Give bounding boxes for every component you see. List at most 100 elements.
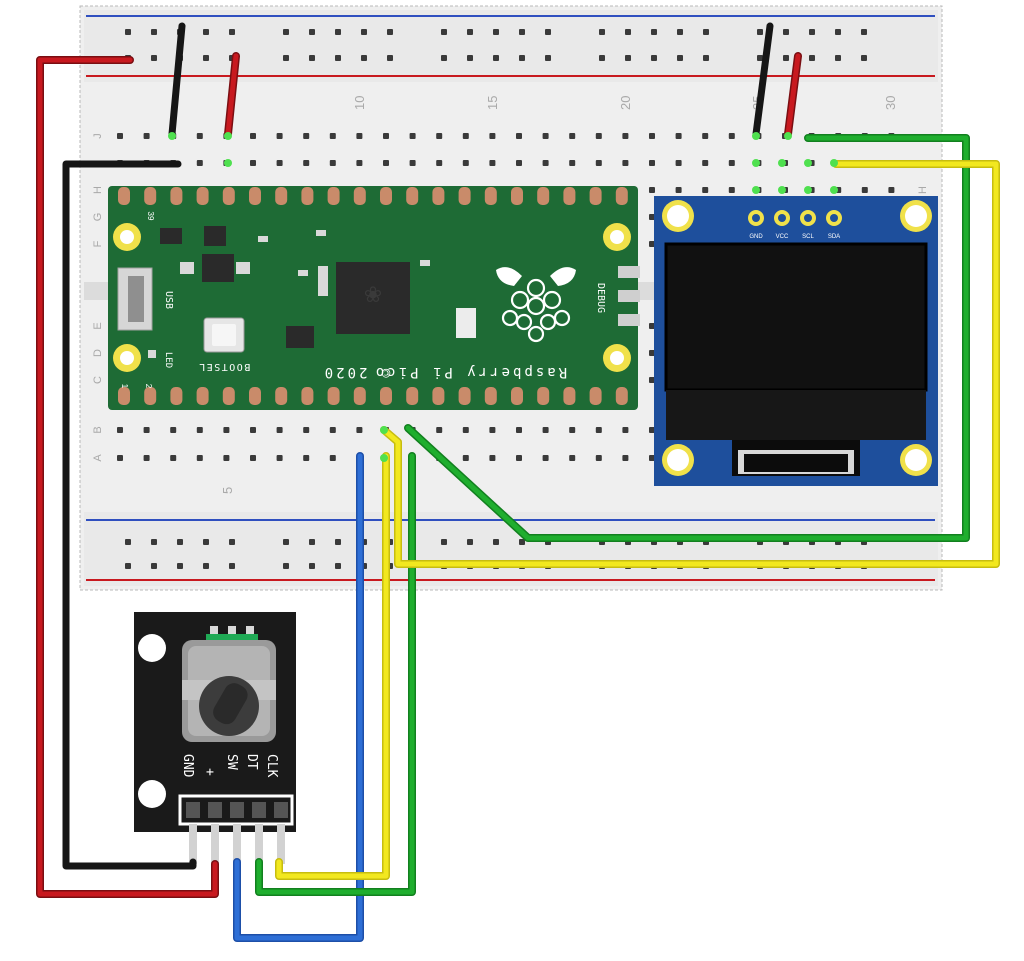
breadboard-hole [441, 55, 447, 61]
breadboard-hole [702, 160, 709, 166]
breadboard-hole [677, 55, 683, 61]
encoder-pin-label-plus: + [202, 768, 217, 776]
row-letter: F [92, 240, 104, 247]
breadboard-hole [467, 29, 473, 35]
breadboard-hole [117, 455, 123, 461]
breadboard-hole [117, 427, 123, 433]
breadboard-hole [702, 133, 709, 139]
raspberry-pi-pico: ❀ Raspberry Pi Pico © 2020 [108, 186, 640, 410]
rotary-encoder-module: CLK DT SW + GND [134, 612, 296, 864]
breadboard-hole [519, 55, 525, 61]
pico-pin-pad [458, 187, 471, 205]
pico-pin-pad [118, 187, 130, 205]
breadboard-hole [703, 55, 709, 61]
breadboard-hole [250, 455, 256, 461]
breadboard-hole [436, 133, 443, 139]
pico-pin-pad [380, 187, 392, 205]
breadboard-hole [489, 133, 496, 139]
pico-pin-pad [144, 387, 157, 405]
breadboard-hole [542, 160, 549, 166]
breadboard-hole [835, 29, 841, 35]
breadboard-hole [599, 55, 605, 61]
breadboard-hole [599, 29, 605, 35]
pico-pin-pad [170, 187, 183, 205]
breadboard-hole [569, 133, 576, 139]
breadboard-hole [151, 55, 157, 61]
breadboard-hole [436, 427, 443, 433]
breadboard-hole [675, 187, 682, 193]
breadboard-hole [250, 427, 256, 433]
breadboard-hole [196, 455, 203, 461]
row-letter: E [92, 322, 104, 329]
breadboard-hole [595, 455, 602, 461]
column-number-5: 5 [220, 487, 235, 494]
breadboard-hole [493, 539, 499, 545]
breadboard-hole [545, 29, 551, 35]
breadboard-hole [143, 427, 150, 433]
breadboard-hole [675, 160, 682, 166]
breadboard-hole [283, 563, 289, 569]
breadboard-hole [283, 29, 289, 35]
breadboard-hole [489, 160, 496, 166]
breadboard-hole [569, 455, 576, 461]
encoder-pin-label-gnd: GND [180, 754, 195, 778]
pico-pin-pad [406, 387, 419, 405]
rp2040-chip [336, 262, 410, 334]
wire-black-oled-gnd [752, 22, 774, 138]
column-number-15: 15 [485, 96, 500, 110]
pico-pin-pad [327, 187, 340, 205]
breadboard-hole [489, 427, 496, 433]
breadboard-hole [196, 160, 203, 166]
breadboard-hole [625, 29, 631, 35]
breadboard-hole [809, 55, 815, 61]
breadboard-hole [229, 539, 235, 545]
breadboard-hole [309, 29, 315, 35]
breadboard-hole [861, 29, 867, 35]
pico-pin-pads [118, 187, 628, 405]
breadboard-hole [125, 539, 131, 545]
breadboard-hole [383, 160, 389, 166]
breadboard-hole [467, 55, 473, 61]
pico-pin-pad [170, 387, 183, 405]
encoder-pin-label-clk: CLK [264, 754, 279, 778]
breadboard-hole [542, 427, 549, 433]
led-label: LED [163, 352, 173, 368]
row-letter: A [92, 454, 104, 462]
breadboard-hole [250, 133, 256, 139]
row-letter: D [92, 349, 104, 357]
breadboard-hole [649, 160, 655, 166]
breadboard-hole [728, 133, 735, 139]
breadboard-hole [276, 160, 283, 166]
row-letter: C [92, 376, 104, 384]
debug-label: DEBUG [595, 283, 606, 313]
breadboard-hole [462, 160, 469, 166]
pico-pin-pad [275, 387, 288, 405]
breadboard-hole [276, 133, 283, 139]
oled-display-module: GND VCC SCL SDA [654, 196, 938, 486]
breadboard-hole [861, 187, 868, 193]
breadboard-hole [757, 29, 763, 35]
pico-pin-pad [144, 187, 157, 205]
breadboard-hole [649, 187, 655, 193]
row-letter: H [917, 186, 929, 194]
breadboard-hole [888, 187, 895, 193]
pico-pin-pad [301, 387, 314, 405]
encoder-pin-label-dt: DT [244, 754, 259, 770]
breadboard-hole [649, 323, 655, 329]
pico-pin-pad [537, 387, 550, 405]
breadboard-hole [356, 160, 363, 166]
breadboard-hole [467, 539, 473, 545]
pico-pin-pad [432, 387, 445, 405]
breadboard-hole [383, 133, 389, 139]
breadboard-hole [649, 377, 655, 383]
breadboard-hole [283, 55, 289, 61]
breadboard-hole [516, 455, 522, 461]
flash-chip [202, 254, 234, 282]
breadboard-hole [649, 241, 655, 247]
wire-black-pico-gnd [168, 22, 186, 138]
breadboard-hole [387, 55, 393, 61]
breadboard-hole [728, 160, 735, 166]
breadboard-hole [783, 29, 789, 35]
top-power-rail [84, 10, 938, 82]
breadboard-hole [203, 55, 209, 61]
